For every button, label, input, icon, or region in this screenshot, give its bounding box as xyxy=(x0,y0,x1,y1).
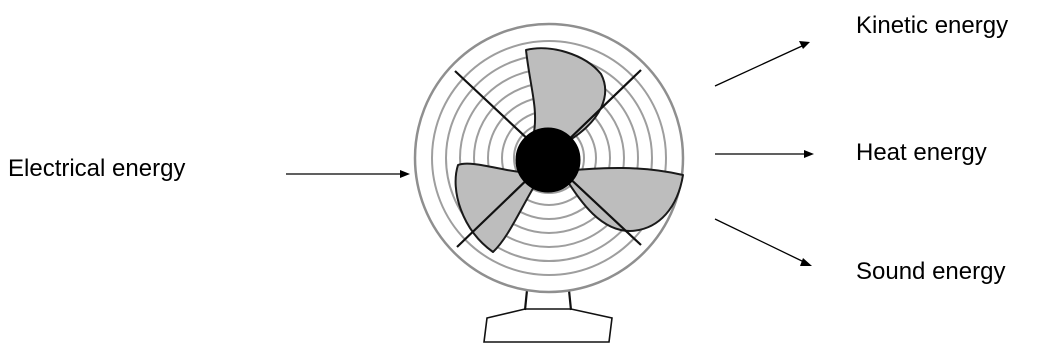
fan-base xyxy=(484,309,612,342)
sound-arrow xyxy=(715,219,812,266)
kinetic-energy-label: Kinetic energy xyxy=(856,12,1008,39)
kinetic-arrow xyxy=(715,41,810,86)
sound-energy-label: Sound energy xyxy=(856,258,1005,285)
heat-arrow xyxy=(715,150,814,158)
input-arrow xyxy=(286,170,410,178)
heat-energy-label: Heat energy xyxy=(856,139,987,166)
electrical-energy-label: Electrical energy xyxy=(8,155,185,182)
fan-hub xyxy=(516,128,580,192)
